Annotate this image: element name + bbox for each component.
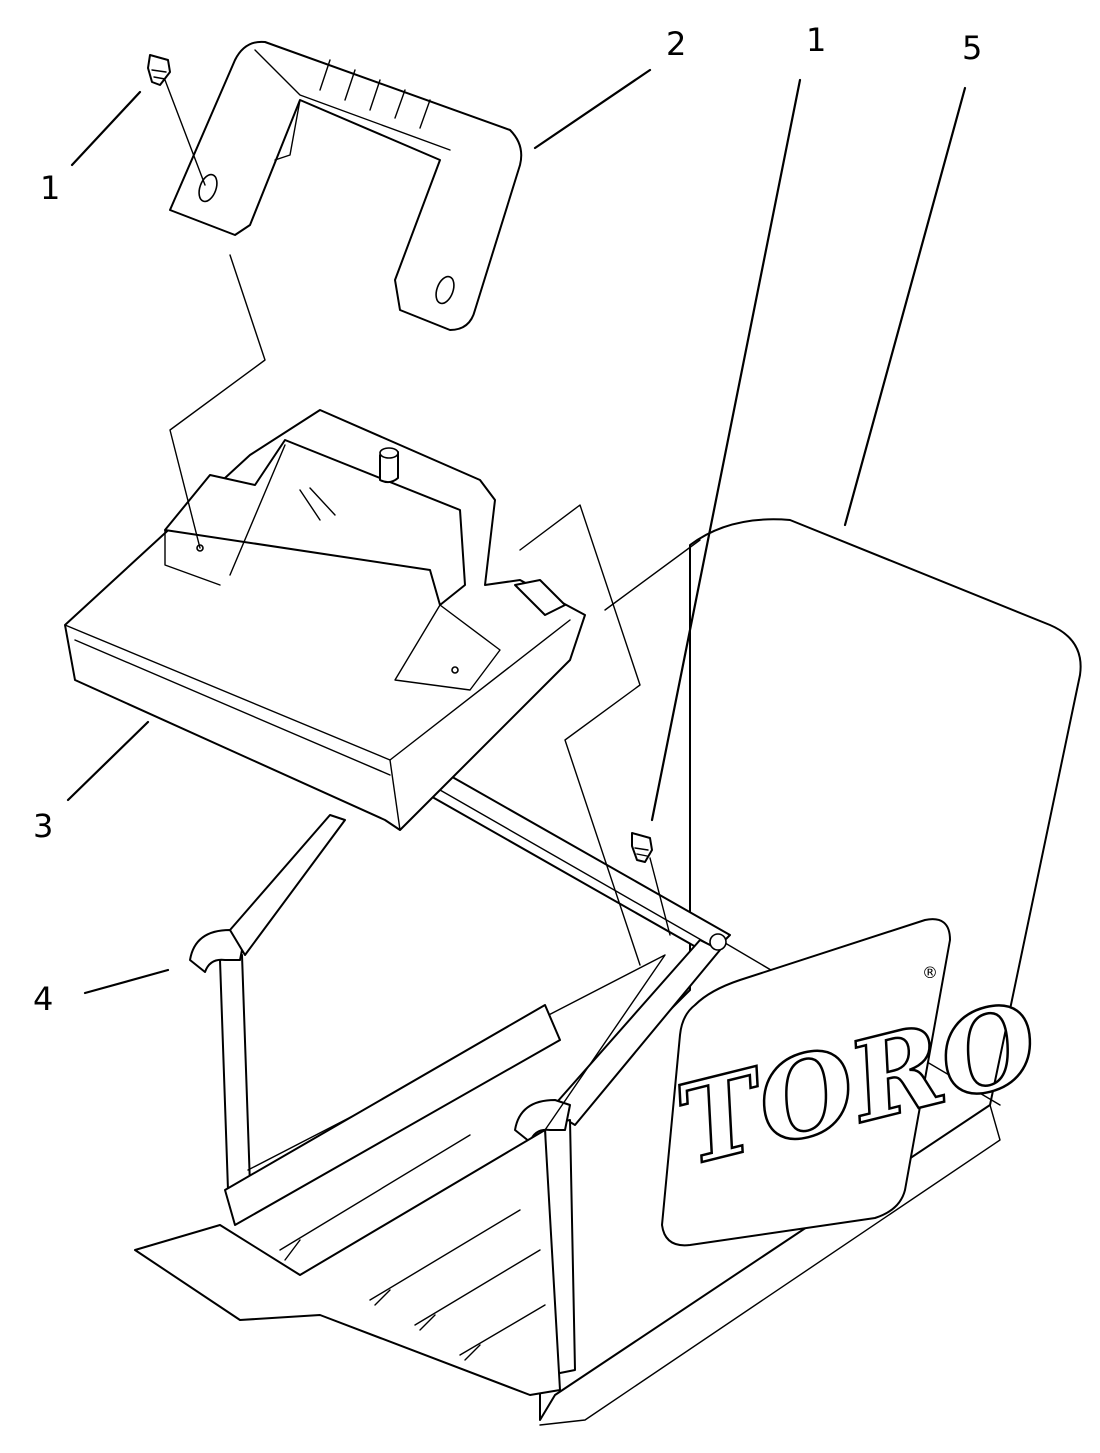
assembly-guide-lines <box>169 254 701 966</box>
handle <box>169 40 523 331</box>
top-cover <box>64 409 586 831</box>
callout-3-top-cover: 3 <box>33 807 54 845</box>
callout-4-bag-frame: 4 <box>33 980 54 1018</box>
screw-right <box>631 832 671 936</box>
callout-5-bag-body: 5 <box>962 29 983 67</box>
callout-1-right-screw: 1 <box>806 21 827 59</box>
registered-mark: ® <box>922 963 938 982</box>
callout-1-left-screw: 1 <box>40 169 61 207</box>
leader-lines <box>66 68 967 995</box>
grass-bag-body: TORO ® <box>539 518 1082 1426</box>
bag-floor-tray <box>134 1004 561 1396</box>
callout-2-handle: 2 <box>666 25 687 63</box>
screw-left <box>147 54 206 186</box>
